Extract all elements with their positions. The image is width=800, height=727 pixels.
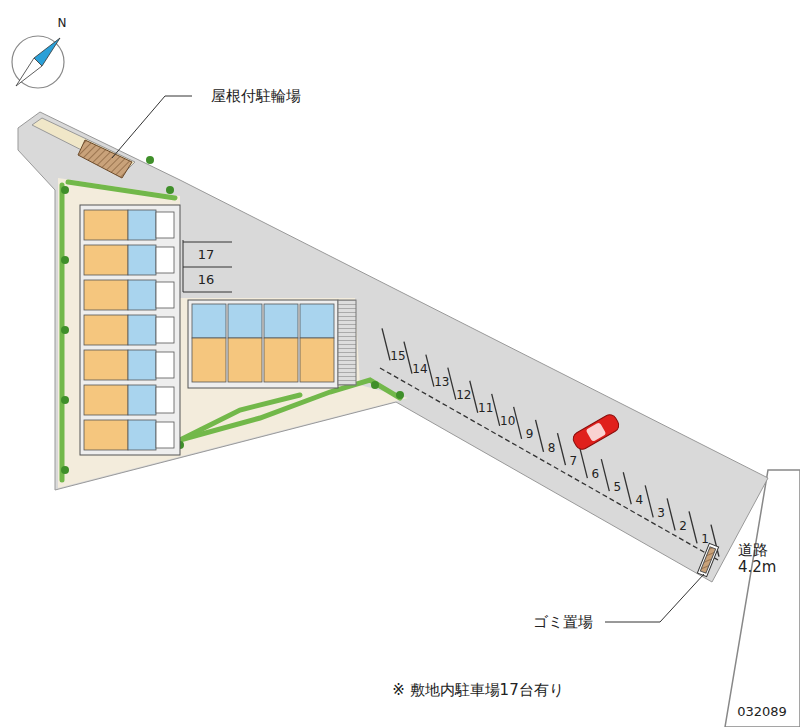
driveway — [18, 112, 768, 582]
stall-number: 13 — [434, 377, 449, 390]
map-label: ゴミ置場 — [533, 614, 593, 631]
leader-line — [112, 96, 192, 158]
stall-number: 14 — [412, 363, 427, 376]
property-code: 032089 — [737, 705, 787, 719]
stall-number: 9 — [526, 429, 534, 442]
shrubs — [61, 156, 404, 474]
leader-line — [605, 574, 704, 622]
stall-number: 10 — [500, 416, 515, 429]
stall-number: 12 — [456, 390, 471, 403]
stall-number: 4 — [635, 494, 643, 507]
building-east — [188, 300, 338, 388]
compass — [12, 36, 64, 88]
stall-number: 15 — [390, 350, 405, 363]
stall-lines-16-17 — [183, 240, 232, 292]
stall-number: 6 — [592, 468, 600, 481]
staircase — [338, 300, 356, 385]
stall-number: 17 — [198, 248, 215, 262]
north-mark: N — [58, 17, 67, 30]
caption: ※ 敷地内駐車場17台有り — [392, 681, 563, 700]
stall-number: 3 — [657, 507, 665, 520]
garbage-area — [697, 543, 718, 576]
stall-number: 2 — [679, 520, 687, 533]
map-label: 屋根付駐輪場 — [211, 88, 301, 105]
bicycle-shelter — [32, 118, 135, 178]
stall-number: 1 — [701, 533, 709, 546]
greenery — [62, 182, 400, 480]
car — [571, 412, 622, 452]
building-lot — [58, 178, 408, 488]
stall-number: 8 — [548, 442, 556, 455]
building-west — [80, 205, 180, 455]
stall-number: 11 — [478, 403, 493, 416]
stall-number: 16 — [198, 273, 215, 287]
stall-number: 7 — [570, 455, 578, 468]
stall-number: 5 — [613, 481, 621, 494]
parking-stall-lines — [380, 328, 719, 560]
map-label: 道路 4.2m — [738, 542, 782, 575]
